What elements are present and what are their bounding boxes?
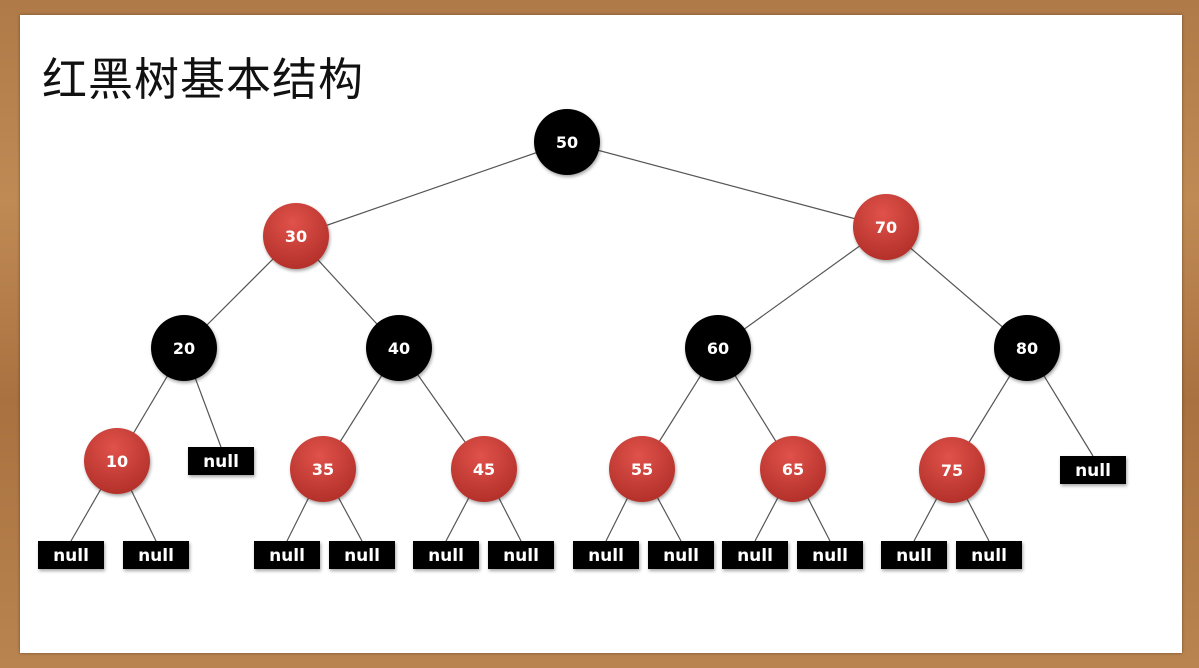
black-node-circle — [151, 315, 217, 381]
node-label: 20 — [173, 339, 195, 358]
tree-node-35: 35 — [290, 436, 356, 502]
tree-node-70: 70 — [853, 194, 919, 260]
node-label: 40 — [388, 339, 410, 358]
node-label: null — [737, 546, 773, 566]
red-node-circle — [919, 437, 985, 503]
null-box — [881, 541, 947, 569]
null-leaf: null — [123, 541, 189, 569]
tree-node-80: 80 — [994, 315, 1060, 381]
node-label: null — [896, 546, 932, 566]
null-leaf: null — [188, 447, 254, 475]
null-box — [329, 541, 395, 569]
null-box — [956, 541, 1022, 569]
node-label: 45 — [473, 460, 495, 479]
red-node-circle — [853, 194, 919, 260]
node-label: null — [269, 546, 305, 566]
null-box — [38, 541, 104, 569]
tree-edge — [566, 141, 887, 228]
null-leaf: null — [722, 541, 788, 569]
black-node-circle — [366, 315, 432, 381]
null-leaf: null — [413, 541, 479, 569]
null-box — [797, 541, 863, 569]
null-box — [722, 541, 788, 569]
null-box — [123, 541, 189, 569]
tree-node-20: 20 — [151, 315, 217, 381]
null-box — [254, 541, 320, 569]
null-box — [1060, 456, 1126, 484]
node-label: null — [428, 546, 464, 566]
tree-node-30: 30 — [263, 203, 329, 269]
null-leaf: null — [573, 541, 639, 569]
node-label: null — [53, 546, 89, 566]
tree-node-55: 55 — [609, 436, 675, 502]
red-node-circle — [290, 436, 356, 502]
red-node-circle — [84, 428, 150, 494]
tree-node-40: 40 — [366, 315, 432, 381]
black-node-circle — [534, 109, 600, 175]
node-label: null — [812, 546, 848, 566]
node-label: null — [588, 546, 624, 566]
node-label: 75 — [941, 461, 963, 480]
black-node-circle — [685, 315, 751, 381]
node-label: 70 — [875, 218, 897, 237]
null-leaf: null — [488, 541, 554, 569]
tree-node-10: 10 — [84, 428, 150, 494]
null-leaf: null — [797, 541, 863, 569]
node-label: null — [503, 546, 539, 566]
null-leaf: null — [38, 541, 104, 569]
null-box — [188, 447, 254, 475]
tree-node-65: 65 — [760, 436, 826, 502]
tree-edge — [295, 141, 568, 237]
red-node-circle — [609, 436, 675, 502]
red-node-circle — [760, 436, 826, 502]
tree-node-50: 50 — [534, 109, 600, 175]
null-box — [648, 541, 714, 569]
null-leaf: null — [254, 541, 320, 569]
node-label: 50 — [556, 133, 578, 152]
node-label: null — [971, 546, 1007, 566]
node-label: null — [138, 546, 174, 566]
red-node-circle — [451, 436, 517, 502]
node-label: 55 — [631, 460, 653, 479]
null-leaf: null — [1060, 456, 1126, 484]
red-node-circle — [263, 203, 329, 269]
black-node-circle — [994, 315, 1060, 381]
node-label: null — [663, 546, 699, 566]
null-box — [413, 541, 479, 569]
node-label: 35 — [312, 460, 334, 479]
node-label: 10 — [106, 452, 128, 471]
node-label: 60 — [707, 339, 729, 358]
null-leaf: null — [881, 541, 947, 569]
null-box — [573, 541, 639, 569]
slide-title: 红黑树基本结构 — [42, 53, 365, 106]
node-label: 65 — [782, 460, 804, 479]
node-label: null — [1075, 461, 1111, 481]
tree-node-75: 75 — [919, 437, 985, 503]
node-label: 30 — [285, 227, 307, 246]
null-box — [488, 541, 554, 569]
null-leaf: null — [956, 541, 1022, 569]
null-leaf: null — [648, 541, 714, 569]
node-label: null — [344, 546, 380, 566]
node-label: 80 — [1016, 339, 1038, 358]
tree-node-60: 60 — [685, 315, 751, 381]
node-label: null — [203, 452, 239, 472]
null-leaf: null — [329, 541, 395, 569]
tree-edge — [717, 226, 887, 349]
tree-node-45: 45 — [451, 436, 517, 502]
